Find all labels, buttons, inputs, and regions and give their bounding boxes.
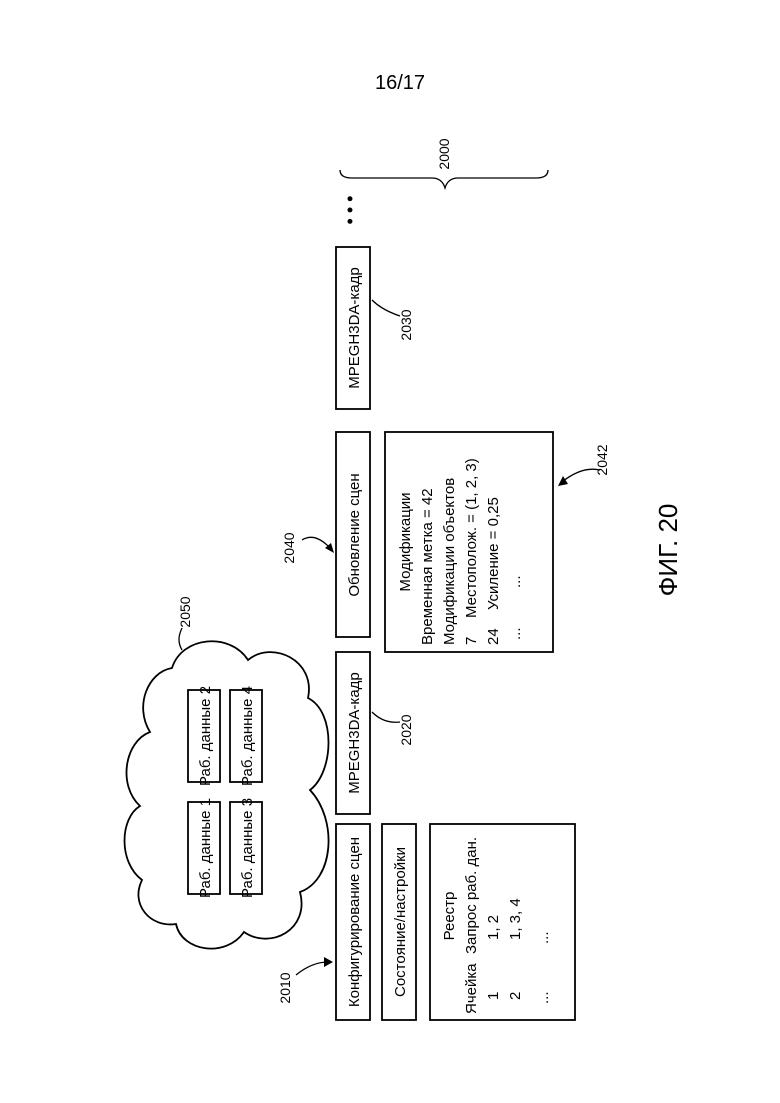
cloud-shape [125,641,329,948]
registry-cell: 1 [485,992,502,1000]
cloud-item-4: Раб. данные 4 [239,686,256,786]
modifications-heading: Модификации [397,492,414,591]
registry-cell: 2 [507,992,524,1000]
modifications-row-id: ... [507,627,524,640]
registry-col-request: Запрос раб. дан. [463,837,480,954]
modifications-row-text: Усиление = 0,25 [485,497,502,610]
cloud-ref: 2050 [177,596,193,627]
registry-request: ... [535,931,552,944]
modifications-row-id: 24 [485,628,502,645]
cloud-item-3: Раб. данные 3 [239,798,256,898]
cloud-item-1: Раб. данные 1 [197,798,214,898]
modifications-timestamp: Временная метка = 42 [419,488,436,645]
modifications-row-text: ... [507,575,524,588]
frame-2020-leader [372,712,400,722]
modifications-row-text: Местополож. = (1, 2, 3) [463,458,480,618]
scene-update-title: Обновление сцен [346,473,363,596]
stream-brace [340,170,548,188]
registry-heading: Реестр [441,892,458,941]
stream-ref: 2000 [436,138,452,169]
state-settings-title: Состояние/настройки [392,847,409,997]
scene-config-ref: 2010 [277,972,293,1003]
cloud-leader [179,628,182,650]
frame-2030-ref: 2030 [398,309,414,340]
registry-request: 1, 3, 4 [507,898,524,940]
figure-label: ФИГ. 20 [653,504,683,597]
modifications-ref: 2042 [594,444,610,475]
registry-request: 1, 2 [485,915,502,940]
scene-config-title: Конфигурирование сцен [346,837,363,1007]
scene-config-arrowhead [324,957,333,967]
frame-2030-leader [372,300,400,316]
modifications-objects-title: Модификации объектов [441,478,458,645]
frame-2020-ref: 2020 [398,714,414,745]
modifications-arrowhead [558,476,568,486]
frame-2020-label: MPEGH3DA-кадр [346,672,363,794]
stream-ellipsis: • • • [340,196,360,225]
scene-update-ref: 2040 [281,532,297,563]
scene-config-leader [296,962,328,975]
modifications-row-id: 7 [463,637,480,645]
cloud-item-2: Раб. данные 2 [197,686,214,786]
registry-col-cell: Ячейка [463,963,480,1014]
frame-2030-label: MPEGH3DA-кадр [346,267,363,389]
scene-update-leader [302,537,330,548]
registry-cell: ... [535,991,552,1004]
